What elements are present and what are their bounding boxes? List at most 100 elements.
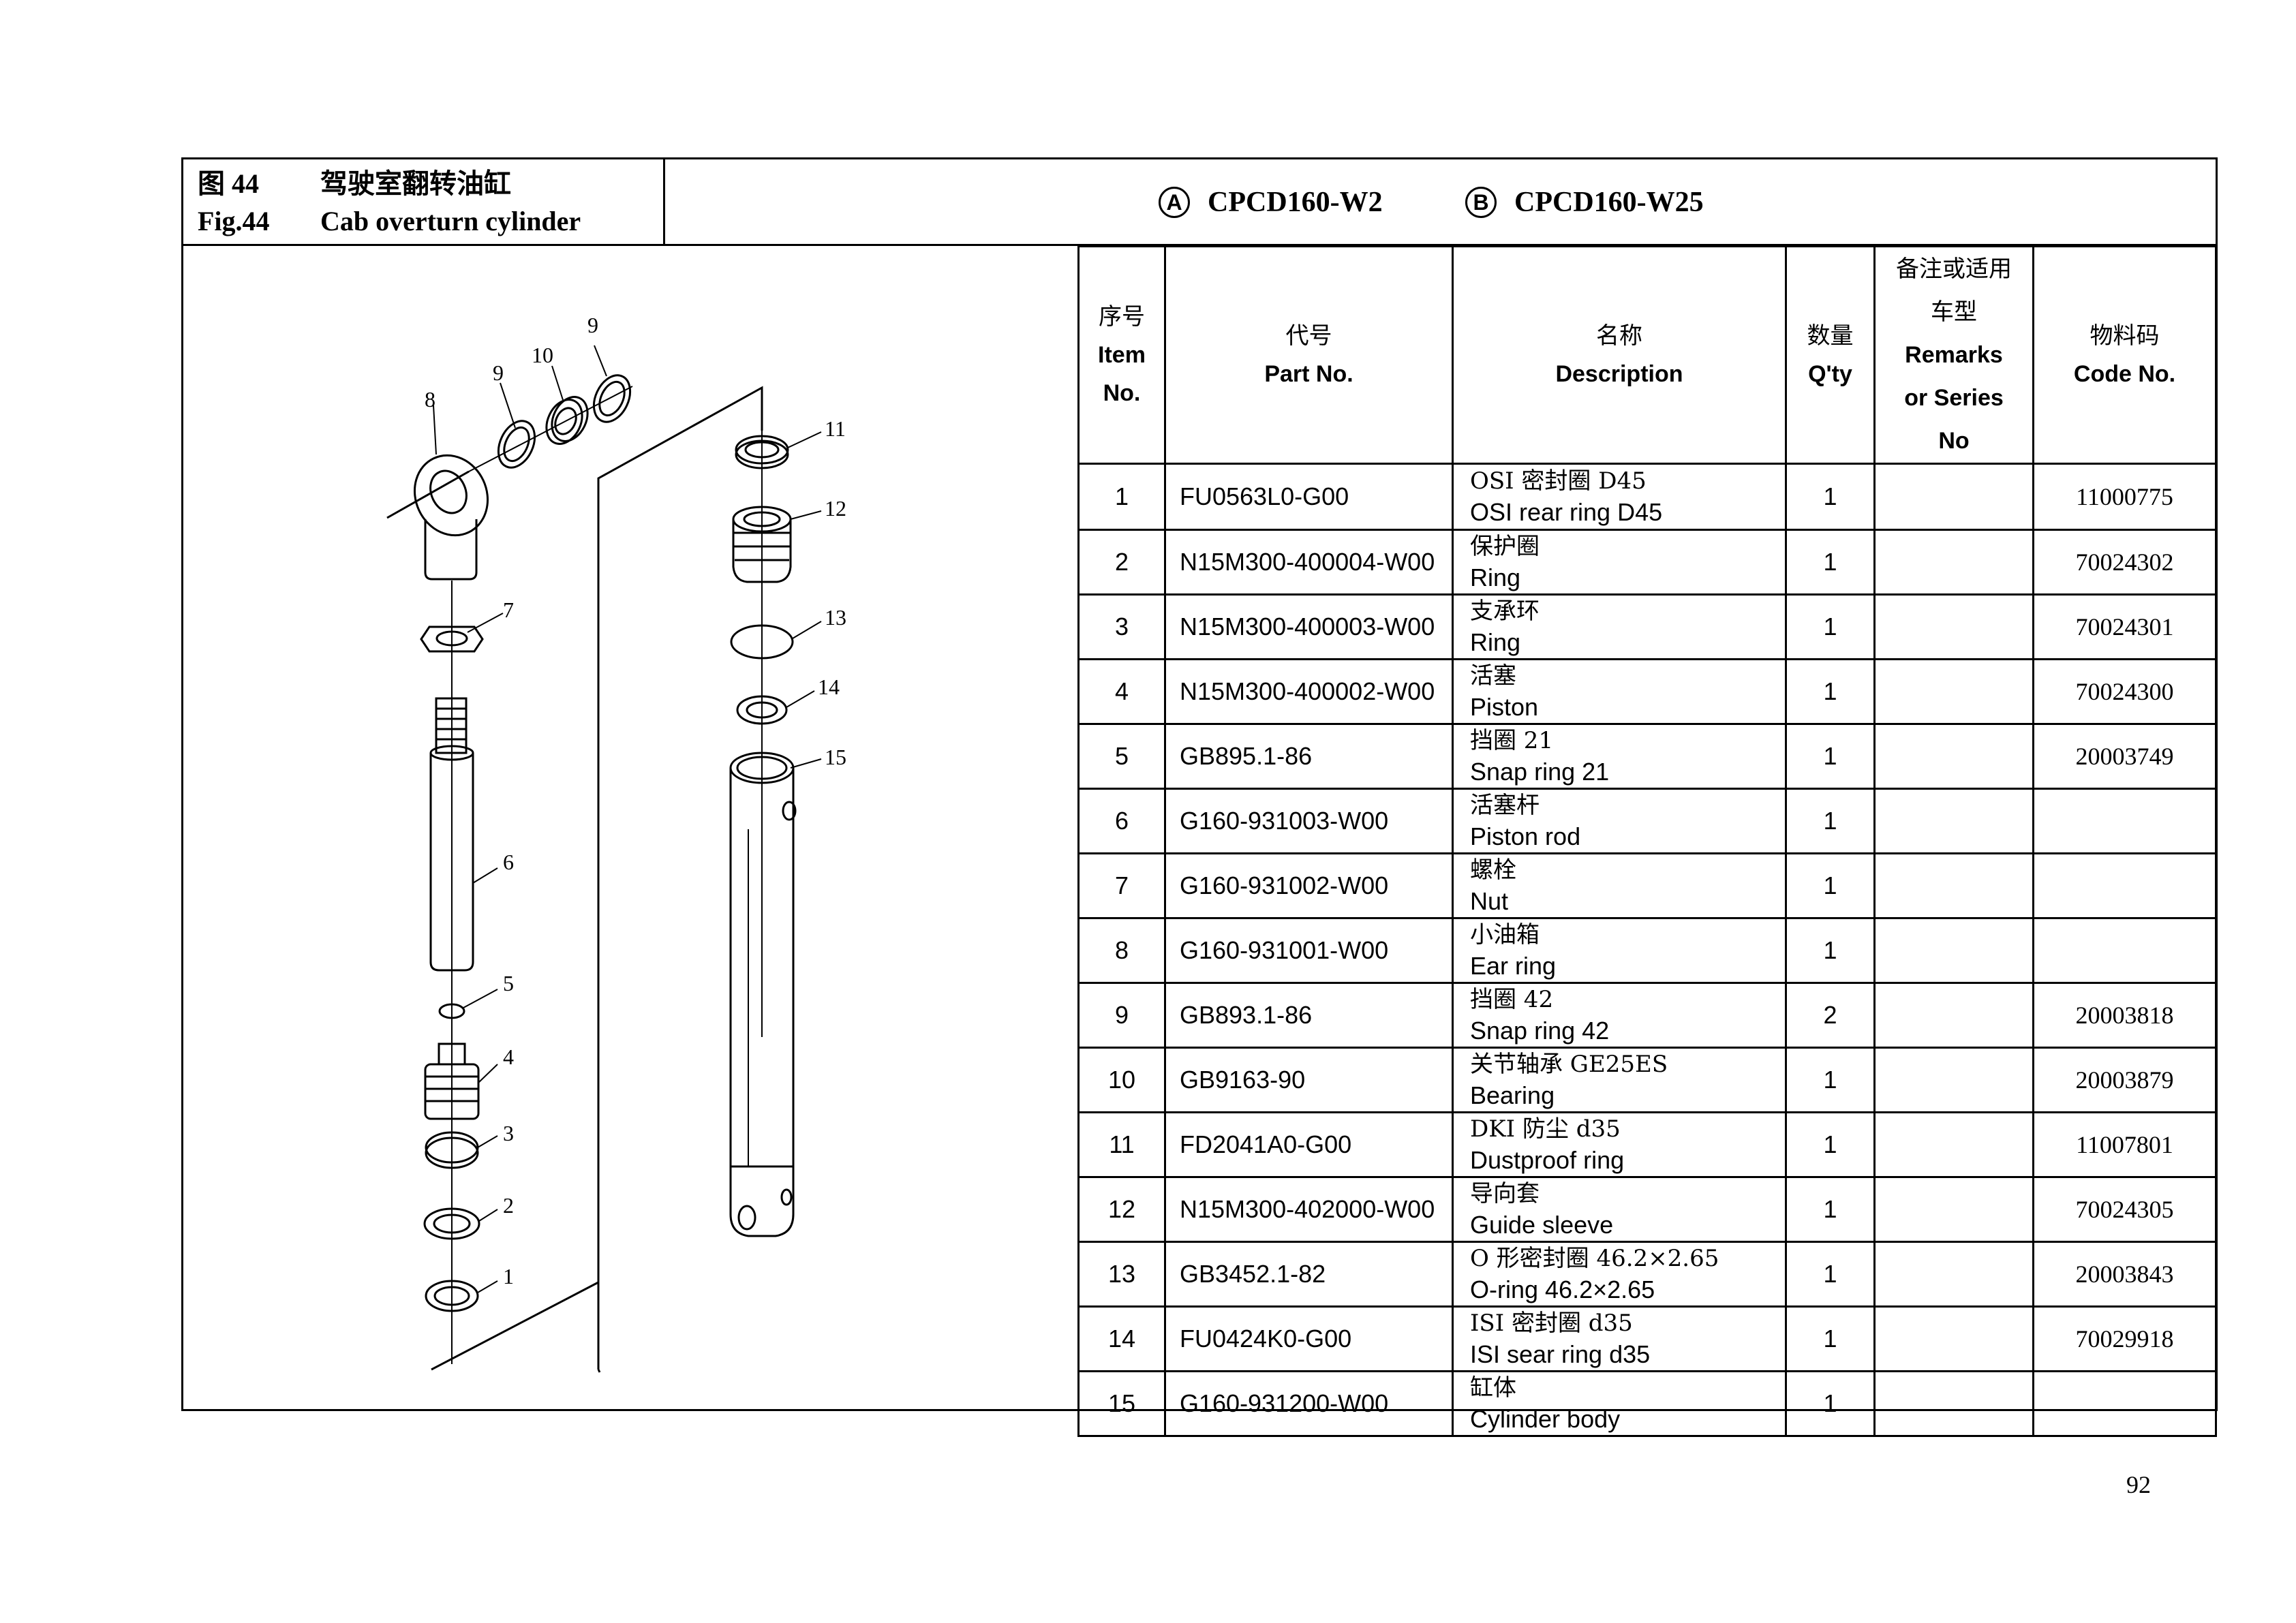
header-part-no: 代号 Part No.	[1164, 245, 1454, 465]
cell-remarks	[1873, 1176, 2034, 1243]
cell-qty: 1	[1785, 529, 1876, 596]
callout-label: 11	[825, 416, 846, 441]
model-a-marker: A	[1159, 187, 1190, 218]
snap-ring-9a	[497, 420, 536, 469]
table-header-row: 序号 Item No. 代号 Part No. 名称 Description 数…	[1077, 245, 2217, 465]
cell-code-no: 70024305	[2032, 1176, 2217, 1243]
cell-part-no: FD2041A0-G00	[1164, 1111, 1454, 1178]
cell-remarks	[1873, 529, 2034, 596]
description-en: Snap ring 21	[1470, 758, 1610, 786]
description-en: Ring	[1470, 628, 1521, 656]
model-b-name: CPCD160-W25	[1514, 187, 1704, 218]
callout-label: 6	[503, 850, 514, 874]
header-remarks: 备注或适用 车型 Remarks or Series No	[1873, 245, 2034, 465]
cell-qty: 1	[1785, 1111, 1876, 1178]
model-b-marker: B	[1465, 187, 1497, 218]
cell-item: 9	[1077, 982, 1166, 1049]
cell-qty: 1	[1785, 1241, 1876, 1308]
cell-part-no: FU0563L0-G00	[1164, 463, 1454, 531]
description-cn: 挡圈 42	[1470, 986, 1554, 1013]
cell-qty: 1	[1785, 593, 1876, 660]
description-en: Bearing	[1470, 1081, 1555, 1109]
callout-label: 9	[493, 360, 504, 385]
cell-part-no: GB895.1-86	[1164, 723, 1454, 790]
cell-qty: 1	[1785, 1370, 1876, 1437]
cell-part-no: N15M300-400004-W00	[1164, 529, 1454, 596]
bearing-part	[545, 396, 589, 445]
cell-qty: 2	[1785, 982, 1876, 1049]
cell-item: 5	[1077, 723, 1166, 790]
header-code-no: 物料码 Code No.	[2032, 245, 2217, 465]
assembly-outline	[597, 386, 763, 1370]
cell-remarks	[1873, 917, 2034, 984]
description-en: Piston	[1470, 693, 1539, 721]
leader-lines	[433, 345, 822, 1293]
dustproof-ring-part	[735, 435, 789, 469]
description-cn: 挡圈 21	[1470, 727, 1554, 754]
callout-labels: 1 2 3 4 5 6 7 8 9 10 9 11 12 13 14 15	[425, 313, 846, 1288]
cell-code-no	[2032, 1370, 2217, 1437]
cell-item: 12	[1077, 1176, 1166, 1243]
cell-item: 6	[1077, 788, 1166, 854]
cell-remarks	[1873, 658, 2034, 725]
cell-remarks	[1873, 982, 2034, 1049]
cell-part-no: GB3452.1-82	[1164, 1241, 1454, 1308]
description-cn: 小油箱	[1470, 921, 1540, 948]
exploded-view-drawing: 1 2 3 4 5 6 7 8 9 10 9 11 12 13 14 15	[386, 313, 846, 1373]
cell-qty: 1	[1785, 1047, 1876, 1113]
cell-qty: 1	[1785, 463, 1876, 531]
cell-qty: 1	[1785, 917, 1876, 984]
description-en: Nut	[1470, 887, 1509, 915]
description-en: Dustproof ring	[1470, 1146, 1625, 1174]
cell-item: 4	[1077, 658, 1166, 725]
cell-remarks	[1873, 593, 2034, 660]
cell-code-no: 11007801	[2032, 1111, 2217, 1178]
cell-remarks	[1873, 788, 2034, 854]
cell-part-no: N15M300-400002-W00	[1164, 658, 1454, 725]
callout-label: 10	[532, 343, 553, 367]
cell-part-no: G160-931003-W00	[1164, 788, 1454, 854]
cell-code-no: 70024302	[2032, 529, 2217, 596]
cell-part-no: FU0424K0-G00	[1164, 1305, 1454, 1372]
cell-code-no: 20003749	[2032, 723, 2217, 790]
cell-code-no: 11000775	[2032, 463, 2217, 531]
ear-ring-part	[386, 454, 489, 581]
cell-remarks	[1873, 1305, 2034, 1372]
callout-label: 7	[503, 598, 514, 622]
cell-remarks	[1873, 1111, 2034, 1178]
cell-code-no: 20003843	[2032, 1241, 2217, 1308]
description-cn: 保护圈	[1470, 533, 1540, 560]
header-description: 名称 Description	[1452, 245, 1787, 465]
cell-qty: 1	[1785, 723, 1876, 790]
cell-description: 挡圈 21 Snap ring 21	[1452, 723, 1787, 790]
callout-label: 1	[503, 1264, 514, 1288]
model-a-name: CPCD160-W2	[1208, 187, 1383, 218]
description-cn: DKI 防尘 d35	[1470, 1115, 1621, 1143]
cell-code-no	[2032, 917, 2217, 984]
osi-ring-1-part	[425, 1280, 479, 1312]
cell-qty: 1	[1785, 788, 1876, 854]
description-en: Snap ring 42	[1470, 1017, 1610, 1045]
isi-ring-part	[736, 695, 788, 725]
description-cn: 螺栓	[1470, 856, 1516, 884]
figure-number-en: Fig.44	[198, 206, 270, 236]
cell-item: 3	[1077, 593, 1166, 660]
assembly-outline-lower	[431, 1281, 601, 1373]
callout-label: 12	[825, 496, 846, 521]
